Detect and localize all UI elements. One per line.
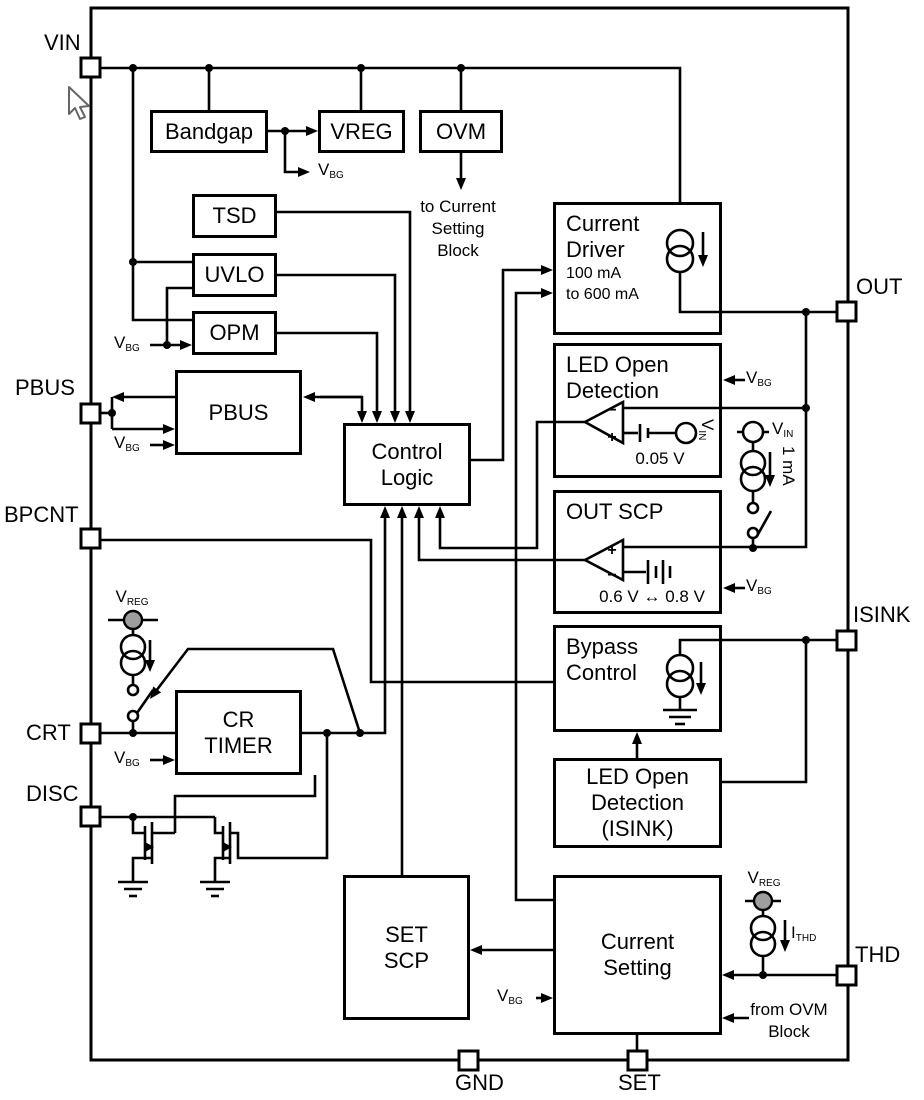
block-tsd: TSD: [192, 194, 277, 238]
block-ovm: OVM: [419, 110, 503, 153]
mouse-cursor-icon: [68, 86, 90, 120]
block-vreg: VREG: [318, 110, 405, 153]
block-label: OUT SCP: [566, 499, 664, 524]
threshold-005v-label: 0.05 V: [635, 449, 685, 468]
vin-label-rotated: VIN: [696, 419, 717, 441]
block-label: TSD: [212, 203, 257, 228]
pin-pbus: [79, 402, 102, 425]
block-label: UVLO: [204, 262, 265, 287]
pin-label-bpcnt: BPCNT: [4, 502, 79, 527]
pin-label-vin: VIN: [44, 30, 81, 55]
block-label: CR: [222, 706, 255, 732]
pin-set: [626, 1049, 649, 1072]
block-label: (ISINK): [601, 816, 674, 841]
block-pbus: PBUS: [175, 370, 302, 455]
pin-label-disc: DISC: [26, 781, 79, 806]
vreg-label: VREG: [115, 587, 149, 608]
block-bandgap: Bandgap: [150, 110, 268, 153]
pin-disc: [79, 805, 102, 828]
block-label: PBUS: [208, 399, 269, 425]
block-label: VREG: [330, 118, 393, 144]
pin-label-set: SET: [618, 1070, 661, 1095]
vin-source-icon: [674, 421, 698, 445]
pin-thd: [835, 964, 858, 987]
pin-label-gnd: GND: [455, 1070, 504, 1095]
block-label: SET: [385, 921, 428, 947]
block-label: Logic: [380, 464, 434, 490]
block-label: OVM: [435, 118, 487, 144]
arrow-wires: [112, 126, 838, 1023]
pin-label-out: OUT: [856, 274, 903, 299]
block-label: Bypass: [566, 634, 639, 659]
comparator-minus: −: [607, 567, 616, 584]
block-led-open-detection-isink: LED Open Detection (ISINK): [553, 758, 722, 848]
package-pins: [79, 56, 858, 1072]
block-label: OPM: [209, 320, 260, 345]
comparator-plus: +: [607, 542, 616, 559]
block-label: TIMER: [204, 732, 273, 758]
block-label: Control: [371, 438, 443, 464]
junction-dots: [108, 64, 810, 979]
block-label: Detection: [566, 378, 659, 403]
wires: [100, 66, 838, 1051]
block-led-open-detection: LED Open Detection: [553, 343, 722, 478]
block-label: Current: [566, 211, 640, 236]
block-label: Setting: [603, 955, 672, 980]
pin-isink: [835, 629, 858, 652]
vbg-label: VBG: [746, 576, 772, 597]
vbg-label: VBG: [114, 433, 140, 454]
pin-gnd: [457, 1049, 480, 1072]
block-label: Detection: [591, 790, 684, 815]
comparator-plus: +: [607, 429, 616, 446]
block-label: Driver: [566, 237, 625, 262]
pin-label-isink: ISINK: [853, 602, 911, 627]
block-label: LED Open: [566, 352, 669, 377]
block-cr-timer: CR TIMER: [175, 690, 302, 775]
vbg-label: VBG: [497, 986, 523, 1007]
vbg-label: VBG: [746, 368, 772, 389]
to-current-setting-note: to Current Setting Block: [420, 197, 496, 260]
block-label: Current: [600, 929, 675, 954]
block-label: LED Open: [586, 764, 689, 789]
pin-label-thd: THD: [855, 942, 901, 967]
block-label: SCP: [383, 947, 430, 973]
block-label: Bandgap: [164, 118, 254, 144]
mosfet-arrow-icon: [223, 842, 232, 852]
vin-label: VIN: [772, 419, 794, 440]
vreg-label: VREG: [747, 868, 781, 889]
pin-out: [835, 300, 858, 323]
vreg-node-icon: [122, 609, 144, 631]
current-range-max: to 600 mA: [566, 286, 639, 303]
pin-bpcnt: [79, 527, 102, 550]
ithd-label: ITHD: [791, 923, 817, 944]
pin-vin: [79, 56, 102, 79]
comparator-minus: −: [607, 402, 616, 419]
comparator-icons: − + + −: [582, 399, 625, 584]
block-current-setting: Current Setting: [553, 875, 722, 1035]
switch-icons: [126, 501, 760, 723]
block-label: Control: [566, 660, 637, 685]
pin-label-crt: CRT: [26, 720, 71, 745]
mosfet-arrow-icon: [145, 842, 154, 852]
current-range-min: 100 mA: [566, 265, 622, 282]
block-out-scp: OUT SCP: [553, 490, 722, 614]
vbg-label: VBG: [114, 748, 140, 769]
pin-label-pbus: PBUS: [15, 375, 75, 400]
from-ovm-note: from OVM Block: [750, 1000, 828, 1041]
block-opm: OPM: [192, 311, 277, 355]
threshold-06-08v-label: 0.6 V ↔ 0.8 V: [599, 587, 705, 606]
pin-crt: [79, 722, 102, 745]
block-control-logic: Control Logic: [343, 423, 471, 506]
vbg-label: VBG: [114, 333, 140, 354]
block-current-driver: Current Driver 100 mA to 600 mA: [553, 202, 722, 335]
current-source-icons: [119, 228, 777, 958]
block-set-scp: SET SCP: [343, 875, 470, 1020]
block-uvlo: UVLO: [192, 253, 277, 297]
vin-source-icon: [741, 420, 765, 444]
vbg-label: VBG: [318, 160, 344, 181]
vreg-node-icon: [752, 890, 774, 912]
one-ma-label: 1 mA: [779, 446, 798, 486]
block-bypass-control: Bypass Control: [553, 625, 722, 732]
